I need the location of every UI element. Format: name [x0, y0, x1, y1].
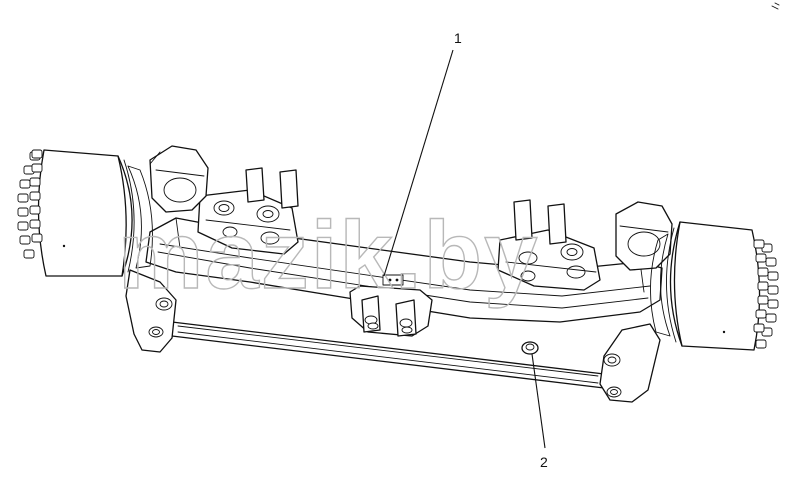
- right-brake-chamber: [615, 201, 673, 271]
- right-steering-arm: [599, 323, 661, 403]
- left-wheel-hub: [17, 149, 153, 277]
- callout-2-leader: [531, 353, 546, 449]
- watermark-text: mazik.by: [118, 202, 540, 309]
- center-mount: [349, 285, 433, 337]
- callout-2-label: 2: [540, 454, 548, 470]
- left-spring-pad: [197, 167, 299, 255]
- left-steering-arm: [125, 269, 177, 353]
- tie-rod-fitting: [521, 341, 539, 355]
- corner-mark: [771, 2, 780, 10]
- callout-1-label: 1: [454, 30, 462, 46]
- callout-1-leader: [383, 49, 454, 277]
- left-brake-chamber: [149, 145, 209, 213]
- right-spring-pad: [497, 199, 601, 291]
- right-wheel-hub: [650, 221, 779, 351]
